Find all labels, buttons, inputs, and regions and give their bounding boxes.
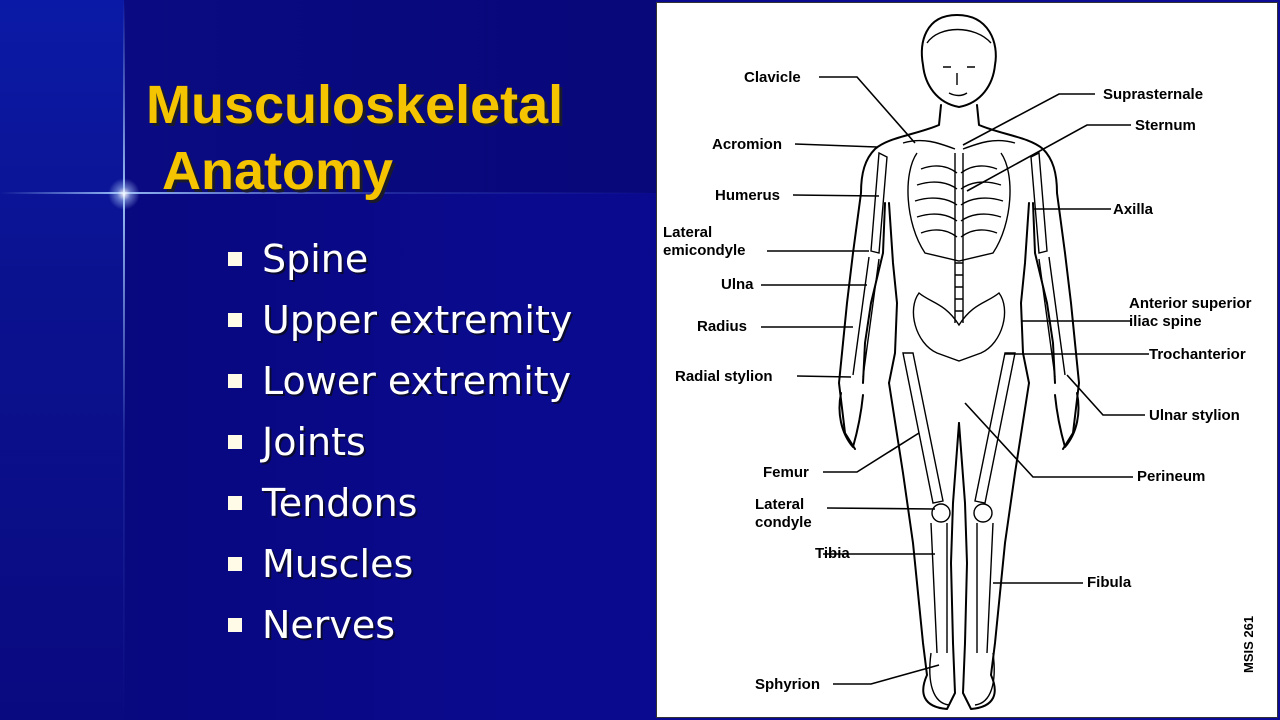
skeleton xyxy=(852,139,1066,706)
label-asis-1: Anterior superior xyxy=(1129,295,1252,312)
label-clavicle: Clavicle xyxy=(744,69,801,86)
light-flare-horizontal xyxy=(0,192,656,194)
bullet-list: Spine Upper extremity Lower extremity Jo… xyxy=(228,228,572,655)
label-humerus: Humerus xyxy=(715,187,780,204)
bullet-text: Tendons xyxy=(262,480,418,525)
bullet-text: Upper extremity xyxy=(262,297,573,342)
label-acromion: Acromion xyxy=(712,136,782,153)
bullet-square-icon xyxy=(228,556,242,571)
light-flare-vertical xyxy=(123,0,125,720)
bullet-square-icon xyxy=(228,434,242,449)
anatomy-labels: Clavicle Acromion Humerus Lateral emicon… xyxy=(663,69,1256,693)
label-lateral-condyle-1: Lateral xyxy=(755,496,804,513)
body-outline xyxy=(838,14,1080,710)
title-line-1: Musculoskeletal xyxy=(146,75,564,135)
light-flare-core xyxy=(108,178,140,210)
label-lateral-condyle-2: condyle xyxy=(755,514,812,531)
bullet-item: Tendons xyxy=(228,472,572,533)
anatomy-figure: Clavicle Acromion Humerus Lateral emicon… xyxy=(656,2,1278,718)
bullet-item: Upper extremity xyxy=(228,289,572,350)
bullet-item: Nerves xyxy=(228,594,572,655)
bullet-item: Joints xyxy=(228,411,572,472)
left-band xyxy=(0,0,124,720)
label-suprasternale: Suprasternale xyxy=(1103,86,1203,103)
label-radial-stylion: Radial stylion xyxy=(675,368,773,385)
bullet-text: Spine xyxy=(262,236,369,281)
title-line-2: Anatomy xyxy=(162,141,394,201)
bullet-item: Lower extremity xyxy=(228,350,572,411)
bullet-square-icon xyxy=(228,373,242,388)
label-sternum: Sternum xyxy=(1135,117,1196,134)
bullet-square-icon xyxy=(228,251,242,266)
label-femur: Femur xyxy=(763,464,809,481)
label-lateral-emicondyle-1: Lateral xyxy=(663,224,712,241)
leader-lines xyxy=(761,76,1149,685)
label-fibula: Fibula xyxy=(1087,574,1132,591)
label-axilla: Axilla xyxy=(1113,201,1154,218)
label-asis-2: iliac spine xyxy=(1129,313,1202,330)
bullet-text: Muscles xyxy=(262,541,414,586)
bullet-text: Lower extremity xyxy=(262,358,572,403)
top-band xyxy=(124,0,656,193)
label-ulna: Ulna xyxy=(721,276,754,293)
label-lateral-emicondyle-2: emicondyle xyxy=(663,242,746,259)
bullet-item: Muscles xyxy=(228,533,572,594)
bullet-square-icon xyxy=(228,495,242,510)
bullet-item: Spine xyxy=(228,228,572,289)
slide-title: Musculoskeletal Anatomy xyxy=(146,72,563,204)
label-perineum: Perineum xyxy=(1137,468,1205,485)
label-ulnar-stylion: Ulnar stylion xyxy=(1149,407,1240,424)
label-sphyrion: Sphyrion xyxy=(755,676,820,693)
label-radius: Radius xyxy=(697,318,747,335)
bullet-text: Nerves xyxy=(262,602,396,647)
anatomy-diagram: Clavicle Acromion Humerus Lateral emicon… xyxy=(663,14,1256,710)
label-trochanterior: Trochanterior xyxy=(1149,346,1246,363)
bullet-square-icon xyxy=(228,617,242,632)
bullet-text: Joints xyxy=(262,419,366,464)
label-tibia: Tibia xyxy=(815,545,850,562)
bullet-square-icon xyxy=(228,312,242,327)
label-figure-code: MSIS 261 xyxy=(1241,616,1256,673)
